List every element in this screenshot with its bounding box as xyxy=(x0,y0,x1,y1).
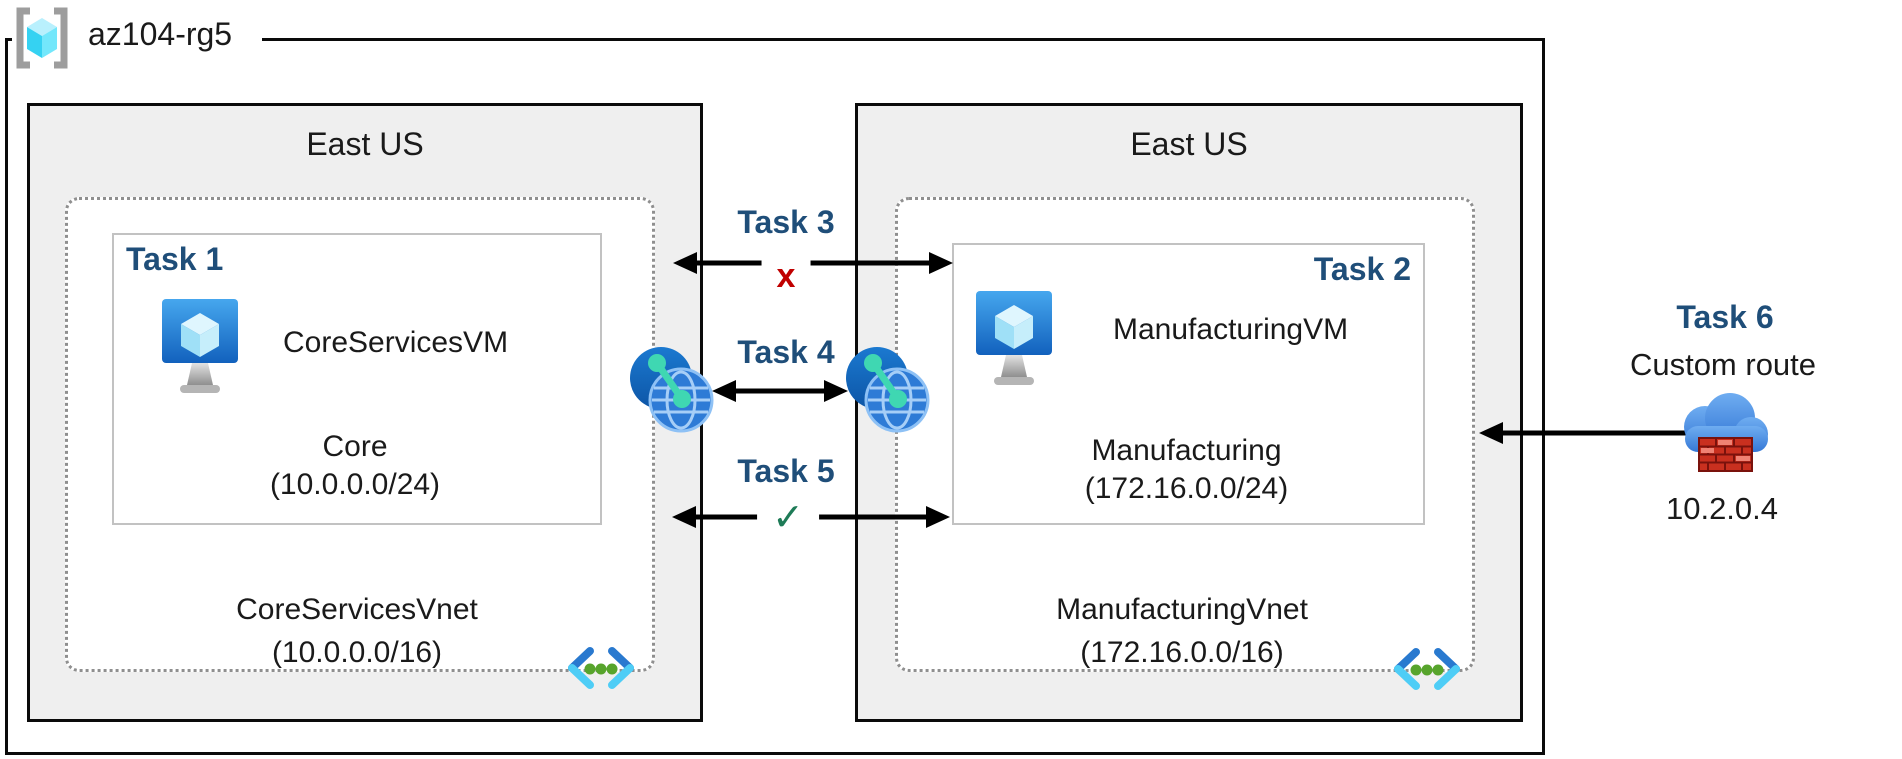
peering-icon-right xyxy=(846,347,930,433)
resource-group-label: az104-rg5 xyxy=(88,16,233,52)
vnet-caption-left: CoreServicesVnet (10.0.0.0/16) xyxy=(65,588,649,674)
vnet-name-left: CoreServicesVnet xyxy=(236,593,478,626)
task4-label: Task 4 xyxy=(737,334,835,370)
task1-label: Task 1 xyxy=(126,241,224,277)
task2-label: Task 2 xyxy=(1313,251,1411,287)
subnet-name-right: Manufacturing xyxy=(1091,434,1282,467)
vnet-cidr-left: (10.0.0.0/16) xyxy=(271,636,443,669)
resource-group-icon xyxy=(16,7,68,69)
resource-group-label-mask xyxy=(12,28,262,46)
task5-allowed-check-marker: ✓ xyxy=(757,499,819,537)
custom-route-ip-label: 10.2.0.4 xyxy=(1665,491,1779,526)
cloud-firewall-icon xyxy=(1684,393,1768,472)
vnet-cidr-right: (172.16.0.0/16) xyxy=(1080,636,1284,669)
task6-label: Task 6 xyxy=(1676,299,1774,335)
vm-icon-right xyxy=(976,291,1052,385)
custom-route-label: Custom route xyxy=(1629,347,1817,382)
vnet-icon-left xyxy=(568,647,634,689)
vnet-name-right: ManufacturingVnet xyxy=(1056,593,1308,626)
vm-name-right: ManufacturingVM xyxy=(1113,313,1349,346)
arrow-task3 xyxy=(673,252,953,274)
vnet-icon-right xyxy=(1394,648,1460,690)
arrow-task6 xyxy=(1479,422,1700,444)
vm-name-left: CoreServicesVM xyxy=(283,326,509,359)
subnet-caption-right: Manufacturing (172.16.0.0/24) xyxy=(952,432,1421,508)
task3-label: Task 3 xyxy=(737,204,835,240)
subnet-cidr-left: (10.0.0.0/24) xyxy=(269,468,441,501)
arrow-task4 xyxy=(712,380,848,402)
region-title-right: East US xyxy=(1130,126,1248,162)
firewall-brick-wall xyxy=(1698,437,1753,472)
task5-label: Task 5 xyxy=(737,453,835,489)
task3-blocked-x-marker: x xyxy=(761,258,811,294)
peering-icon-left xyxy=(630,347,714,433)
vnet-caption-right: ManufacturingVnet (172.16.0.0/16) xyxy=(895,588,1469,674)
subnet-caption-left: Core (10.0.0.0/24) xyxy=(112,428,598,504)
subnet-cidr-right: (172.16.0.0/24) xyxy=(1084,472,1289,505)
resource-group-box xyxy=(5,38,1545,755)
vm-icon-left xyxy=(162,299,238,393)
subnet-name-left: Core xyxy=(322,430,388,463)
region-title-left: East US xyxy=(306,126,424,162)
